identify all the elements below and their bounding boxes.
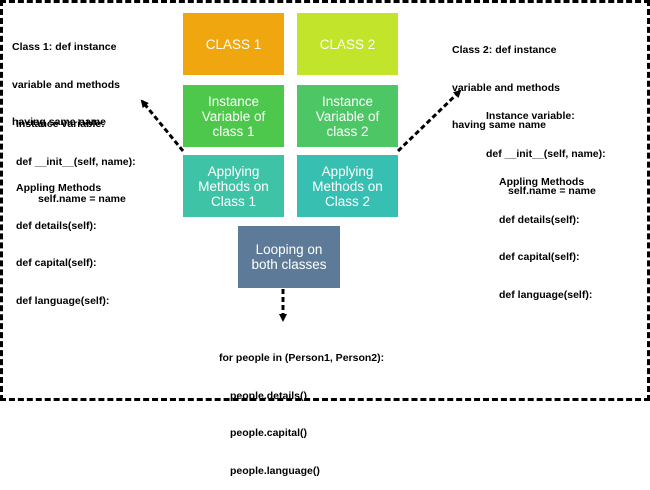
loop-call: people.details() xyxy=(230,389,308,402)
class-2-note-line: having same name xyxy=(452,119,546,131)
class-2-note-line: variable and methods xyxy=(452,81,560,94)
instance-class-2-label: Instance Variable of class 2 xyxy=(315,93,380,139)
loop-call: people.capital() xyxy=(230,427,308,439)
loop-code: for people in (Person1, Person2): people… xyxy=(219,327,384,490)
methods-line: def language(self): xyxy=(499,288,593,301)
loop-call: people.language() xyxy=(230,464,320,477)
instance-body: self.name = name xyxy=(508,185,596,197)
loop-label: Looping on both classes xyxy=(251,242,327,272)
arrow-to-class-1-notes xyxy=(140,99,185,152)
class-1-instance-note: Instance variable: def __init__(self, na… xyxy=(16,93,136,218)
arrow-to-class-2-notes xyxy=(396,89,462,153)
instance-class-1-box: Instance Variable of class 1 xyxy=(183,85,284,147)
instance-title: Instance variable: xyxy=(486,110,575,122)
instance-title: Instance variable: xyxy=(16,118,105,130)
instance-class-1-label: Instance Variable of class 1 xyxy=(201,93,266,139)
methods-class-2-label: Applying Methods on Class 2 xyxy=(312,163,383,209)
methods-line: def language(self): xyxy=(16,294,110,307)
methods-class-2-box: Applying Methods on Class 2 xyxy=(297,155,398,217)
methods-class-1-label: Applying Methods on Class 1 xyxy=(198,163,269,209)
methods-line: def capital(self): xyxy=(499,251,580,263)
class-2-label: CLASS 2 xyxy=(319,36,376,52)
class-1-note-line: variable and methods xyxy=(12,78,120,91)
class-1-box: CLASS 1 xyxy=(183,13,284,75)
methods-line: Appling Methods xyxy=(16,182,102,194)
class-2-methods-note: Appling Methods def details(self): def c… xyxy=(499,151,592,314)
methods-line: def details(self): xyxy=(499,213,580,226)
class-1-note-line: Class 1: def instance xyxy=(12,41,117,53)
class-2-box: CLASS 2 xyxy=(297,13,398,75)
class-1-methods-note: Appling Methods def details(self): def c… xyxy=(16,157,109,320)
instance-def: def __init__(self, name): xyxy=(486,147,606,160)
class-2-instance-note: Instance variable: def __init__(self, na… xyxy=(486,85,606,210)
loop-box: Looping on both classes xyxy=(238,226,340,288)
class-1-note: Class 1: def instance variable and metho… xyxy=(12,16,120,141)
class-1-note-line: having same name xyxy=(12,116,106,128)
methods-line: Appling Methods xyxy=(499,176,585,188)
instance-class-2-box: Instance Variable of class 2 xyxy=(297,85,398,147)
arrows-layer xyxy=(140,89,462,322)
methods-line: def capital(self): xyxy=(16,257,97,269)
instance-def: def __init__(self, name): xyxy=(16,155,136,168)
loop-header: for people in (Person1, Person2): xyxy=(219,352,385,364)
class-2-note-line: Class 2: def instance xyxy=(452,44,557,56)
methods-line: def details(self): xyxy=(16,219,97,232)
class-1-label: CLASS 1 xyxy=(205,36,262,52)
class-2-note: Class 2: def instance variable and metho… xyxy=(452,19,560,144)
instance-body: self.name = name xyxy=(38,193,126,205)
methods-class-1-box: Applying Methods on Class 1 xyxy=(183,155,284,217)
